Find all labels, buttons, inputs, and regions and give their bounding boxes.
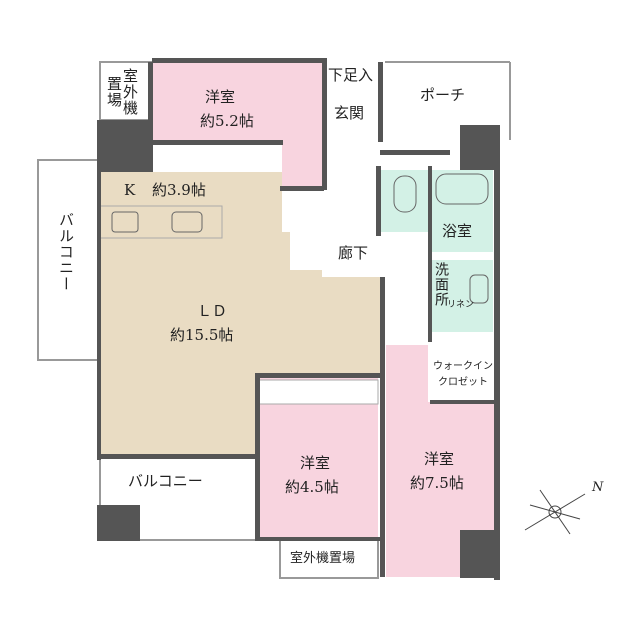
bathtub-icon	[435, 173, 489, 205]
western-room-1-floor	[153, 63, 322, 186]
washroom-label: 洗面所	[433, 262, 449, 307]
kitchen-size: 約3.9帖	[152, 181, 206, 199]
compass-north-label: N	[592, 480, 604, 495]
outdoor-unit-bottom-label: 室外機置場	[290, 551, 356, 566]
stove-icon	[111, 211, 139, 233]
western-room-2-floor	[258, 378, 378, 538]
sink-icon	[171, 211, 203, 233]
western-room-3-size: 約7.5帖	[410, 474, 464, 492]
compass-rose-icon	[524, 489, 586, 535]
balcony-left-label: バルコニー	[57, 212, 75, 292]
hallway-label: 廊下	[338, 244, 369, 262]
washbasin-icon	[469, 274, 489, 304]
ld-name: ＬＤ	[197, 302, 228, 320]
ld-size: 約15.5帖	[170, 326, 234, 344]
western-room-1-name: 洋室	[205, 88, 236, 106]
balcony-left-area	[37, 159, 99, 361]
toilet-icon	[393, 175, 417, 213]
bathroom-label: 浴室	[442, 222, 473, 240]
walk-in-closet-floor	[430, 340, 494, 402]
outdoor-unit-top-label-1: 室外機	[121, 68, 139, 116]
walk-in-closet-label-2: クロゼット	[438, 377, 488, 388]
walk-in-closet-label-1: ウォークイン	[433, 361, 493, 372]
ldk-floor	[100, 172, 380, 457]
closet-row	[257, 379, 379, 405]
western-room-3-name: 洋室	[424, 450, 455, 468]
western-room-2-size: 約4.5帖	[285, 478, 339, 496]
shoe-storage-label: 下足入	[328, 66, 374, 84]
walls	[97, 58, 500, 580]
linen-label: リネン	[447, 300, 475, 310]
balcony-bottom-label: バルコニー	[128, 472, 203, 490]
toilet-floor	[380, 170, 428, 232]
western-room-1-size: 約5.2帖	[200, 112, 254, 130]
kitchen-counter	[99, 205, 223, 239]
washroom-floor	[430, 260, 493, 332]
kitchen-name: K	[124, 181, 136, 199]
outdoor-unit-top-label-2: 置場	[105, 76, 123, 108]
western-room-2-name: 洋室	[300, 454, 331, 472]
porch-label: ポーチ	[420, 86, 466, 104]
entrance-label: 玄関	[334, 104, 365, 122]
bathroom-floor	[432, 170, 493, 252]
